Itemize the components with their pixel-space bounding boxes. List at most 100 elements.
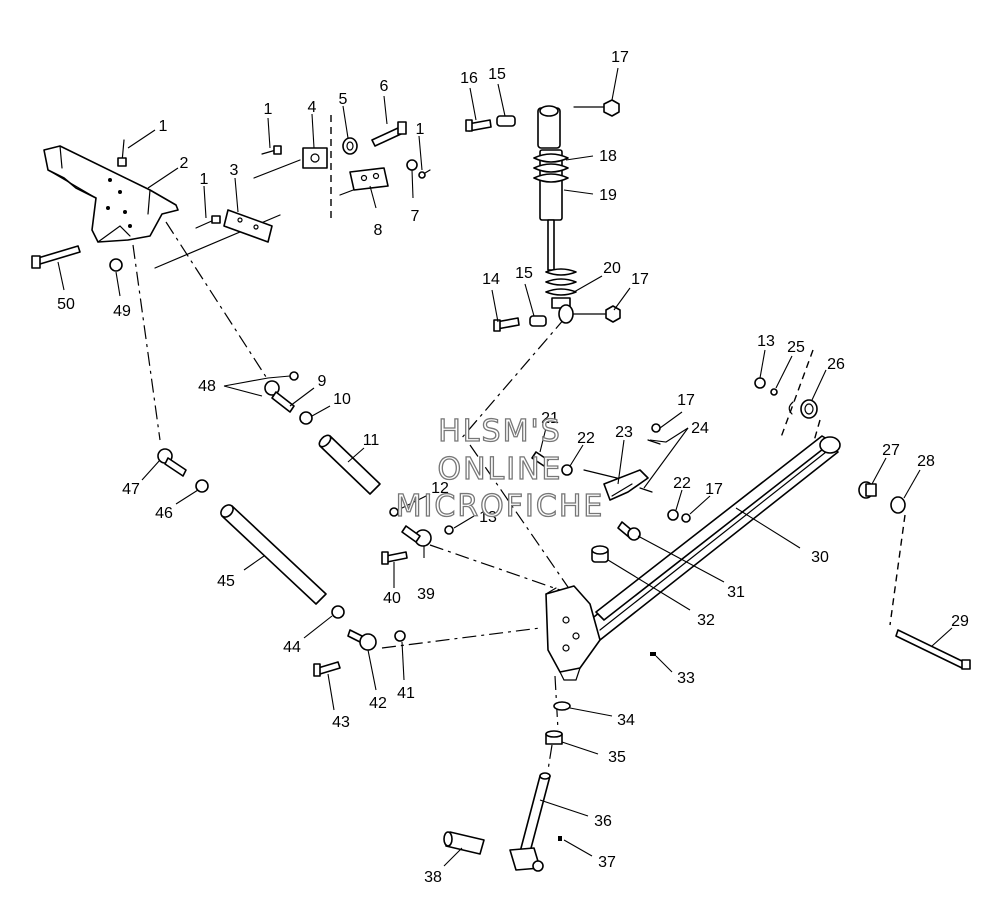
callout-19: 19 (599, 187, 617, 204)
callout-38: 38 (424, 869, 442, 886)
nut-22b (667, 509, 679, 521)
bracket-4 (302, 147, 328, 169)
ball-joint-31 (617, 521, 641, 541)
callout-21: 21 (541, 410, 559, 427)
bolt-40 (381, 551, 408, 565)
callout-1b: 1 (200, 171, 209, 188)
callout-22a: 22 (577, 430, 595, 447)
bushing-26 (800, 399, 818, 419)
bolt-1b (195, 215, 221, 229)
callout-29: 29 (951, 613, 969, 630)
plate-3 (223, 209, 273, 243)
callout-22b: 22 (673, 475, 691, 492)
callout-14: 14 (482, 271, 500, 288)
callout-34: 34 (617, 712, 635, 729)
watermark-line-2: ONLINE (437, 452, 562, 487)
bracket-23 (603, 469, 649, 501)
bushing-5 (342, 137, 358, 155)
callout-labels: 1 2 1 3 1 4 5 6 1 7 8 16 15 17 18 19 14 … (57, 49, 969, 886)
callout-17c: 17 (677, 392, 695, 409)
nut-13b (444, 525, 454, 535)
bushing-32 (591, 545, 609, 563)
callout-30: 30 (811, 549, 829, 566)
callout-24: 24 (691, 420, 709, 437)
callout-33: 33 (677, 670, 695, 687)
nut-12 (389, 507, 399, 517)
callout-36: 36 (594, 813, 612, 830)
plate-8 (349, 167, 389, 191)
nut-17c (651, 423, 661, 433)
bolt-1d (418, 169, 431, 179)
callout-16: 16 (460, 70, 478, 87)
callout-10: 10 (333, 391, 351, 408)
rod-end-9 (264, 380, 295, 413)
washer-48 (289, 371, 299, 381)
rod-end-42 (347, 629, 377, 651)
callout-25: 25 (787, 339, 805, 356)
bolt-50 (31, 245, 81, 269)
callout-35: 35 (608, 749, 626, 766)
callout-6: 6 (380, 78, 389, 95)
bolt-43 (313, 661, 341, 677)
spacer-15b (529, 315, 547, 327)
watermark-line-3: MICROFICHE (396, 489, 605, 524)
callout-43: 43 (332, 714, 350, 731)
callout-17d: 17 (705, 481, 723, 498)
callout-41: 41 (397, 685, 415, 702)
nut-49 (109, 258, 123, 272)
callout-1a: 1 (159, 118, 168, 135)
clip-25b (788, 401, 794, 415)
callout-42: 42 (369, 695, 387, 712)
callout-44: 44 (283, 639, 301, 656)
pins-24 (639, 439, 661, 493)
nut-10 (299, 411, 313, 425)
callout-12: 12 (431, 480, 449, 497)
callout-27: 27 (882, 442, 900, 459)
callout-26: 26 (827, 356, 845, 373)
bolt-1a (117, 139, 127, 167)
callout-15a: 15 (488, 66, 506, 83)
bushing-27 (858, 481, 877, 499)
shock-absorber (533, 105, 577, 324)
pin-33 (650, 652, 656, 656)
watermark: HLSM'S ONLINE MICROFICHE (395, 413, 605, 524)
nut-44 (331, 605, 345, 619)
watermark-line-1: HLSM'S (438, 414, 562, 449)
tube-11 (318, 434, 381, 495)
callout-13a: 13 (757, 333, 775, 350)
callout-23: 23 (615, 424, 633, 441)
callout-20: 20 (603, 260, 621, 277)
callout-48: 48 (198, 378, 216, 395)
spindle-36 (509, 772, 551, 872)
tube-45 (220, 504, 327, 605)
bolt-29 (895, 629, 971, 670)
callout-15b: 15 (515, 265, 533, 282)
bolt-14 (493, 317, 520, 332)
callout-13b: 13 (479, 509, 497, 526)
callout-7: 7 (411, 208, 420, 225)
callout-31: 31 (727, 584, 745, 601)
bolt-1c (261, 145, 282, 155)
bolt-6 (371, 121, 407, 147)
rod-end-39 (401, 525, 432, 547)
bushing-35 (545, 730, 563, 745)
callout-11: 11 (363, 432, 380, 449)
nut-41 (394, 630, 406, 642)
callout-50: 50 (57, 296, 75, 313)
washer-34 (553, 701, 571, 711)
callout-37: 37 (598, 854, 616, 871)
callout-4: 4 (308, 99, 317, 116)
pin-37 (558, 836, 562, 841)
nut-22a (561, 464, 573, 476)
ball-joint-21 (531, 451, 549, 467)
callout-49: 49 (113, 303, 131, 320)
callout-40: 40 (383, 590, 401, 607)
callout-9: 9 (318, 373, 327, 390)
nut-17a (603, 99, 620, 117)
callout-1c: 1 (264, 101, 273, 118)
callout-1d: 1 (416, 121, 425, 138)
ring-28 (890, 496, 906, 514)
nut-46 (195, 479, 209, 493)
callout-17b: 17 (631, 271, 649, 288)
